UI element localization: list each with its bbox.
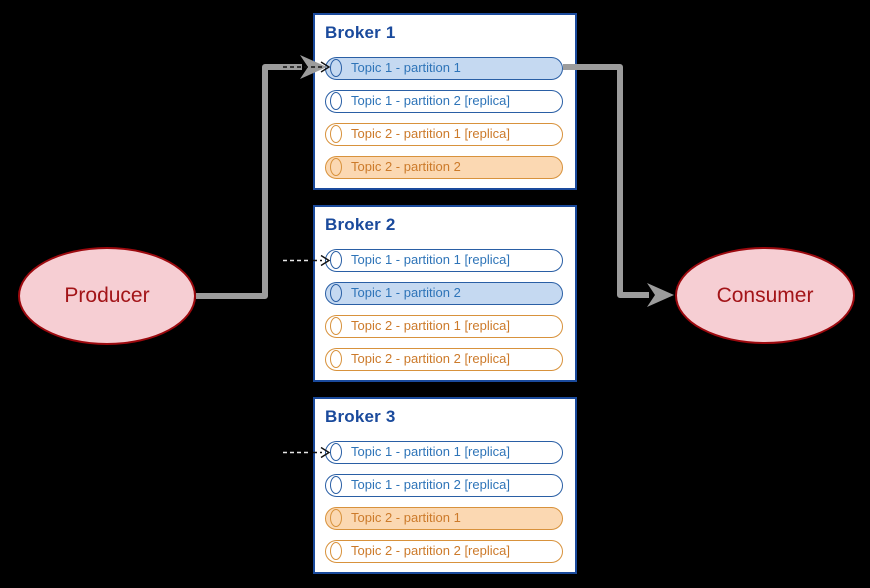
consumer-arrowhead-icon xyxy=(647,283,674,307)
partition-label: Topic 2 - partition 2 [replica] xyxy=(351,543,510,558)
partition-label: Topic 1 - partition 2 [replica] xyxy=(351,477,510,492)
cylinder-cap-icon xyxy=(330,317,342,335)
partition-topic2-p1-replica: Topic 2 - partition 1 [replica] xyxy=(325,123,563,146)
cylinder-cap-icon xyxy=(330,92,342,110)
partition-label: Topic 2 - partition 2 [replica] xyxy=(351,351,510,366)
cylinder-cap-icon xyxy=(330,443,342,461)
producer-to-leader-arrow xyxy=(196,64,302,299)
broker-2-title: Broker 2 xyxy=(325,215,396,234)
partition-topic1-p2-replica: Topic 1 - partition 2 [replica] xyxy=(325,90,563,113)
cylinder-cap-icon xyxy=(330,125,342,143)
broker-3-box: Broker 3 Topic 1 - partition 1 [replica]… xyxy=(313,397,577,574)
cylinder-cap-icon xyxy=(330,509,342,527)
partition-label: Topic 1 - partition 2 xyxy=(351,285,461,300)
cylinder-cap-icon xyxy=(330,284,342,302)
partition-topic1-p2-replica: Topic 1 - partition 2 [replica] xyxy=(325,474,563,497)
producer-node: Producer xyxy=(18,247,196,345)
partition-label: Topic 2 - partition 2 xyxy=(351,159,461,174)
cylinder-cap-icon xyxy=(330,251,342,269)
cylinder-cap-icon xyxy=(330,158,342,176)
partition-topic2-p1-replica: Topic 2 - partition 1 [replica] xyxy=(325,315,563,338)
cylinder-cap-icon xyxy=(330,476,342,494)
consumer-node: Consumer xyxy=(675,247,855,344)
broker-1-box: Broker 1 Topic 1 - partition 1 Topic 1 -… xyxy=(313,13,577,190)
broker-3-title: Broker 3 xyxy=(325,407,396,426)
partition-label: Topic 2 - partition 1 [replica] xyxy=(351,318,510,333)
partition-label: Topic 1 - partition 1 xyxy=(351,60,461,75)
partition-label: Topic 2 - partition 1 xyxy=(351,510,461,525)
partition-label: Topic 1 - partition 1 [replica] xyxy=(351,444,510,459)
cylinder-cap-icon xyxy=(330,542,342,560)
broker-1-title: Broker 1 xyxy=(325,23,396,42)
partition-label: Topic 1 - partition 1 [replica] xyxy=(351,252,510,267)
consumer-label: Consumer xyxy=(716,283,814,307)
partition-label: Topic 1 - partition 2 [replica] xyxy=(351,93,510,108)
cylinder-cap-icon xyxy=(330,350,342,368)
partition-label: Topic 2 - partition 1 [replica] xyxy=(351,126,510,141)
partition-topic1-p1-leader: Topic 1 - partition 1 xyxy=(325,57,563,80)
partition-topic2-p2-replica: Topic 2 - partition 2 [replica] xyxy=(325,348,563,371)
partition-topic2-p1-leader: Topic 2 - partition 1 xyxy=(325,507,563,530)
broker-2-box: Broker 2 Topic 1 - partition 1 [replica]… xyxy=(313,205,577,382)
cylinder-cap-icon xyxy=(330,59,342,77)
producer-label: Producer xyxy=(64,284,150,307)
partition-topic1-p2-leader: Topic 1 - partition 2 xyxy=(325,282,563,305)
partition-topic2-p2-replica: Topic 2 - partition 2 [replica] xyxy=(325,540,563,563)
partition-topic1-p1-replica: Topic 1 - partition 1 [replica] xyxy=(325,441,563,464)
partition-topic2-p2-leader: Topic 2 - partition 2 xyxy=(325,156,563,179)
partition-topic1-p1-replica: Topic 1 - partition 1 [replica] xyxy=(325,249,563,272)
